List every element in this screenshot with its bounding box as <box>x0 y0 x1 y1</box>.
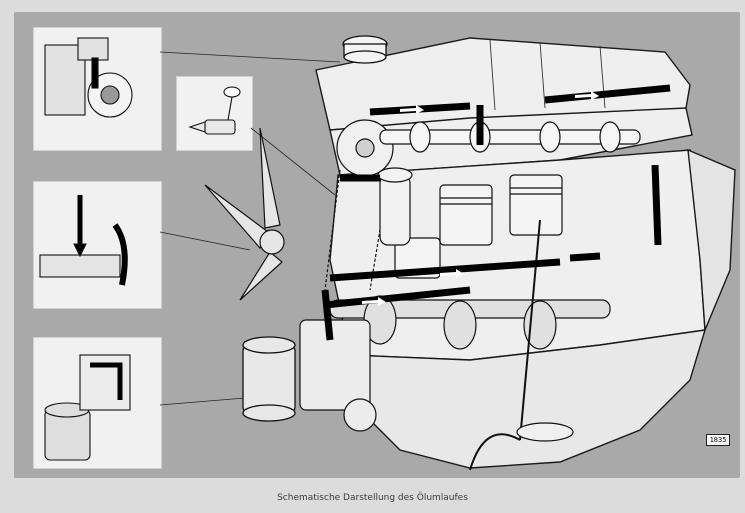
inset-art-oil-filter <box>44 354 131 461</box>
inset-oil-pressure-switch <box>176 76 253 151</box>
engine-block <box>315 37 736 469</box>
crankshaft <box>329 295 611 350</box>
inset-oil-pump-drive <box>33 181 162 309</box>
reference-code: 1835 <box>706 434 730 446</box>
inset-art-relief-valve <box>44 37 133 118</box>
oil-pump <box>299 319 377 432</box>
leader-lines <box>159 51 341 406</box>
distributor <box>377 167 413 246</box>
oil-filler-cap <box>342 35 388 64</box>
dipstick <box>469 219 541 471</box>
figure-caption: Schematische Darstellung des Ölumlaufes <box>277 493 468 503</box>
flow-arrows <box>362 91 599 306</box>
engine-oil-filter <box>242 336 296 422</box>
oil-strainer <box>516 422 574 442</box>
inset-art-pump-drive <box>39 195 128 286</box>
pistons <box>394 174 563 279</box>
inset-art-pressure-switch <box>188 86 241 135</box>
fan <box>204 127 285 301</box>
